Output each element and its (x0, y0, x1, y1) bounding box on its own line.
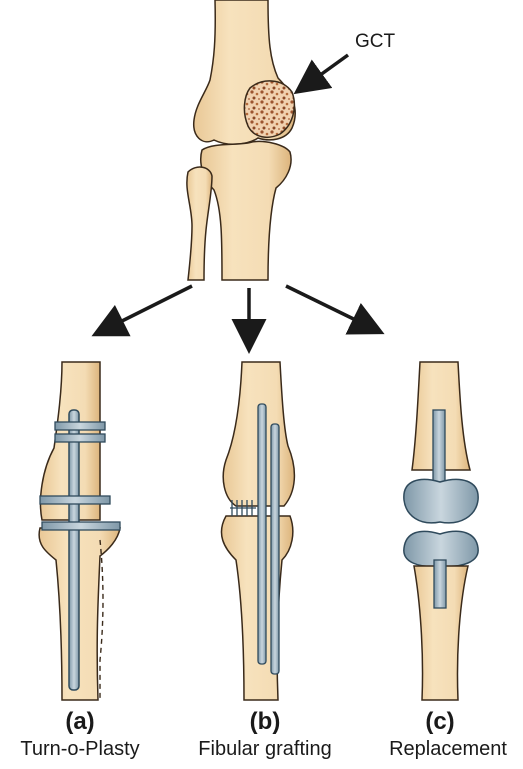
fibula (187, 167, 212, 280)
gct-arrow (305, 55, 348, 86)
panel-c-femoral-component (404, 479, 478, 522)
branch-arrows (104, 286, 372, 340)
panel-a-dashed-outline (100, 540, 103, 700)
top-knee (187, 0, 295, 280)
arrow-to-c (286, 286, 372, 328)
panel-c-femoral-stem (433, 410, 445, 490)
panel-b-graft-1 (258, 404, 266, 664)
arrow-to-a (104, 286, 192, 330)
panel-c-letter: (c) (370, 708, 510, 736)
panel-c-caption: Replacement (373, 738, 523, 761)
panel-a-plate-4 (42, 522, 120, 530)
panel-a-plate-3 (40, 496, 110, 504)
panel-a-nail (69, 410, 79, 690)
panel-a-plate-1 (55, 422, 105, 430)
panel-b-caption: Fibular grafting (180, 738, 350, 761)
panel-a-caption: Turn-o-Plasty (0, 738, 160, 761)
gct-tumor (244, 81, 294, 137)
panel-b-illustration (221, 362, 294, 700)
panel-a-plate-2 (55, 434, 105, 442)
panel-c-tibial-stem (434, 560, 446, 608)
panel-a-illustration (39, 362, 120, 700)
tibia (201, 141, 291, 280)
panel-b-lower-bone (221, 516, 292, 700)
gct-label: GCT (355, 31, 395, 53)
panel-a-letter: (a) (10, 708, 150, 736)
panel-c-illustration (404, 362, 478, 700)
panel-b-letter: (b) (195, 708, 335, 736)
panel-b-graft-2 (271, 424, 279, 674)
